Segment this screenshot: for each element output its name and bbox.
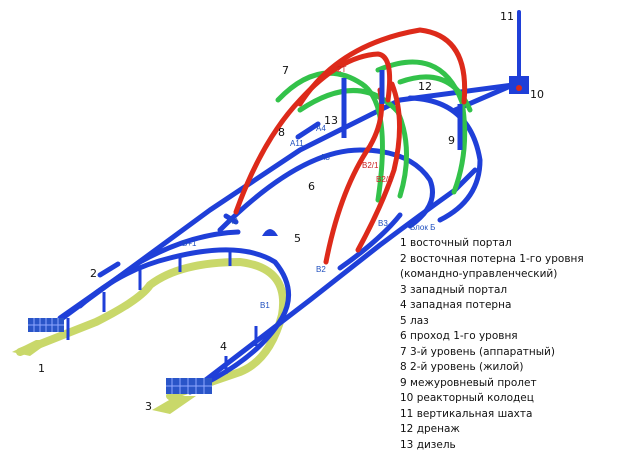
lower-potern	[60, 232, 238, 318]
tag-a2: A2	[228, 217, 238, 226]
legend-item: 2 восточная потерна 1-го уровня	[400, 252, 615, 268]
legend-item: 13 дизель	[400, 438, 615, 453]
callout-3: 3	[145, 400, 152, 413]
legend-item: 5 лаз	[400, 314, 615, 330]
legend-item: 1 восточный портал	[400, 236, 615, 252]
callout-4: 4	[220, 340, 227, 353]
legend-item: 12 дренаж	[400, 422, 615, 438]
callout-9: 9	[448, 134, 455, 147]
legend-item: 10 реакторный колодец	[400, 391, 615, 407]
tag-a11: A11	[290, 139, 304, 148]
tag-2t: 2T	[337, 65, 346, 74]
drainage	[410, 98, 480, 220]
hatch	[262, 229, 278, 236]
legend-item: 4 западная потерна	[400, 298, 615, 314]
tag-a4: A4	[316, 124, 326, 133]
tag-b21: B2/1	[362, 161, 379, 170]
legend-item: 8 2-й уровень (жилой)	[400, 360, 615, 376]
tag-b3: B3	[378, 219, 388, 228]
callout-5: 5	[294, 232, 301, 245]
reactor-core	[516, 85, 522, 91]
callout-8: 8	[278, 126, 285, 139]
tag-b1: B1	[260, 301, 270, 310]
legend-item: (командно-управленческий)	[400, 267, 615, 283]
callout-10: 10	[530, 88, 544, 101]
a11-branch	[298, 124, 318, 137]
west-portal	[152, 378, 212, 414]
callout-7: 7	[282, 64, 289, 77]
legend-item: 6 проход 1-го уровня	[400, 329, 615, 345]
callout-6: 6	[308, 180, 315, 193]
callout-13: 13	[324, 114, 338, 127]
callout-1: 1	[38, 362, 45, 375]
callout-2: 2	[90, 267, 97, 280]
stub-2	[100, 264, 118, 275]
legend-item: 7 3-й уровень (аппаратный)	[400, 345, 615, 361]
legend-item: 11 вертикальная шахта	[400, 407, 615, 423]
callout-11: 11	[500, 10, 514, 23]
legend-item: 3 западный портал	[400, 283, 615, 299]
tag-b2: B2	[316, 265, 326, 274]
legend: 1 восточный портал 2 восточная потерна 1…	[400, 236, 615, 453]
tag-bplus1: B+1	[182, 239, 197, 248]
callout-12: 12	[418, 80, 432, 93]
tag-blok-b: Блок Б	[410, 223, 435, 232]
legend-item: 9 межуровневый пролет	[400, 376, 615, 392]
tag-a3: A3	[320, 153, 330, 162]
tag-b22: B2/2	[376, 175, 393, 184]
